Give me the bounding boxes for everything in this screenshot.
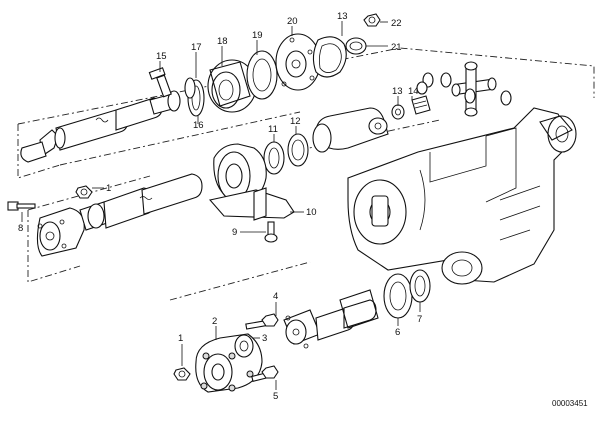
nut-22 xyxy=(363,13,381,27)
callout-8: 8 xyxy=(18,223,23,234)
bolt-8 xyxy=(7,201,36,211)
front-propeller-shaft xyxy=(20,90,181,163)
callout-19: 19 xyxy=(252,30,263,41)
callout-7: 7 xyxy=(417,314,422,325)
leader-lines xyxy=(21,21,421,390)
ring-7 xyxy=(409,269,431,303)
callout-11: 11 xyxy=(268,124,278,135)
rear-propeller-shaft xyxy=(36,173,203,257)
seal-ring-13-upper xyxy=(312,36,347,78)
callout-15: 15 xyxy=(156,51,167,62)
flex-disc-18 xyxy=(207,59,257,113)
callout-13-right: 13 xyxy=(392,86,403,97)
bolt-15 xyxy=(148,67,172,98)
callout-12: 12 xyxy=(290,116,301,127)
callout-20: 20 xyxy=(287,16,298,27)
callout-18: 18 xyxy=(217,36,228,47)
universal-joint-spider xyxy=(422,61,512,117)
callout-5: 5 xyxy=(273,391,278,402)
nut-1-lower xyxy=(173,367,191,381)
callout-13-upper: 13 xyxy=(337,11,348,22)
bolt-5 xyxy=(251,365,279,382)
callout-4: 4 xyxy=(273,291,278,302)
callout-2: 2 xyxy=(212,316,217,327)
washer-13-upper-right xyxy=(391,104,405,120)
circlip-16-17 xyxy=(184,77,205,117)
lower-drive-shaft xyxy=(283,289,379,349)
callout-1-lower: 1 xyxy=(178,333,183,344)
callout-labels: 15 17 16 18 19 20 13 22 21 13 14 11 12 1… xyxy=(18,11,422,402)
callout-21: 21 xyxy=(391,42,402,53)
bolt-4 xyxy=(245,313,279,330)
callout-17: 17 xyxy=(191,42,202,53)
clamp-21 xyxy=(345,37,367,55)
drive-yoke xyxy=(312,107,389,153)
callout-14: 14 xyxy=(408,86,419,97)
nut-1-middle xyxy=(75,185,93,199)
callout-3: 3 xyxy=(262,333,267,344)
ring-6 xyxy=(383,273,413,319)
callout-1-middle: 1 xyxy=(106,183,111,194)
spring-bushing-14 xyxy=(411,81,431,115)
bushing-3 xyxy=(234,334,254,358)
bolt-9 xyxy=(264,221,278,243)
callout-22: 22 xyxy=(391,18,402,29)
callout-9: 9 xyxy=(232,227,237,238)
callout-16: 16 xyxy=(193,120,204,131)
ring-11 xyxy=(263,141,285,175)
ring-19 xyxy=(246,50,278,100)
diagram-reference-code: 00003451 xyxy=(552,399,588,408)
transfer-case-housing xyxy=(347,107,577,285)
flange-20 xyxy=(275,33,321,91)
callout-6: 6 xyxy=(395,327,400,338)
ring-12 xyxy=(287,133,309,167)
callout-10: 10 xyxy=(306,207,317,218)
